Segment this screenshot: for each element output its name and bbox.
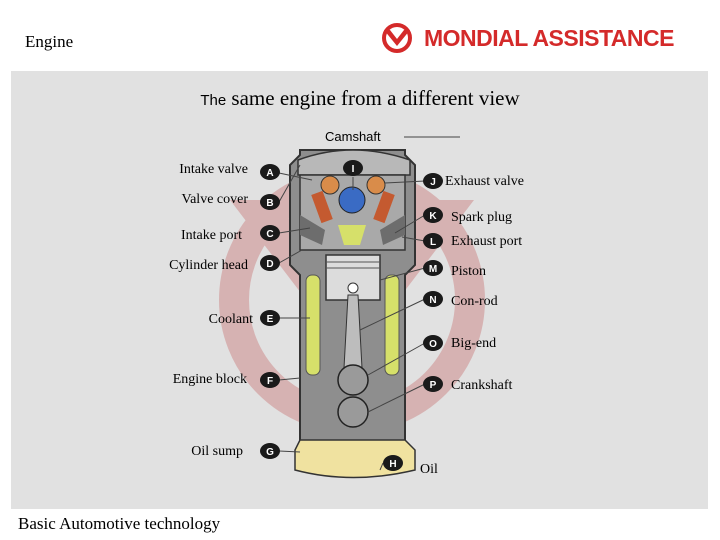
svg-text:O: O bbox=[429, 339, 437, 350]
badge-a: A bbox=[260, 164, 280, 180]
badge-e: E bbox=[260, 310, 280, 326]
heading-rest: same engine from a different view bbox=[231, 86, 520, 110]
heading-prefix: The bbox=[200, 92, 227, 109]
svg-text:K: K bbox=[429, 211, 437, 222]
badge-j: J bbox=[423, 173, 443, 189]
brand-name: MONDIAL ASSISTANCE bbox=[424, 24, 674, 51]
footer-text: Basic Automotive technology bbox=[18, 514, 221, 533]
mondial-logo-icon bbox=[382, 23, 412, 53]
label-oil: Oil bbox=[420, 462, 438, 477]
label-cylinder-head: Cylinder head bbox=[169, 258, 248, 273]
badge-n: N bbox=[423, 291, 443, 307]
svg-text:N: N bbox=[429, 295, 436, 306]
svg-text:L: L bbox=[430, 237, 436, 248]
label-crankshaft: Crankshaft bbox=[451, 378, 513, 393]
spark-plug-shape bbox=[338, 186, 366, 214]
svg-text:C: C bbox=[266, 229, 273, 240]
badge-i: I bbox=[343, 160, 363, 176]
brand-logo: MONDIAL ASSISTANCE bbox=[378, 22, 674, 54]
svg-text:G: G bbox=[266, 447, 274, 458]
oil-sump-shape bbox=[294, 439, 416, 479]
crankshaft-shape bbox=[337, 396, 369, 428]
label-valve-cover: Valve cover bbox=[181, 192, 248, 207]
label-coolant: Coolant bbox=[208, 312, 253, 327]
badge-h: H bbox=[383, 455, 403, 471]
exhaust-port-shape bbox=[380, 215, 405, 245]
badge-p: P bbox=[423, 376, 443, 392]
label-con-rod: Con-rod bbox=[451, 294, 498, 309]
engine-block-shape bbox=[289, 149, 416, 479]
badge-f: F bbox=[260, 372, 280, 388]
svg-text:B: B bbox=[266, 198, 273, 209]
label-intake-port: Intake port bbox=[180, 228, 242, 243]
label-oil-sump: Oil sump bbox=[191, 444, 243, 459]
label-exhaust-port: Exhaust port bbox=[451, 234, 523, 249]
letter-badges: A B C D E F G I J K L M N O P H bbox=[260, 160, 443, 471]
svg-text:P: P bbox=[430, 380, 437, 391]
badge-b: B bbox=[260, 194, 280, 210]
combustion-chamber-shape bbox=[338, 225, 366, 245]
label-exhaust-valve: Exhaust valve bbox=[445, 174, 524, 189]
camshaft-label: Camshaft bbox=[325, 129, 381, 144]
badge-g: G bbox=[260, 443, 280, 459]
label-engine-block: Engine block bbox=[172, 372, 247, 387]
coolant-left-shape bbox=[305, 274, 321, 376]
svg-text:H: H bbox=[389, 459, 396, 470]
leader-lines bbox=[278, 136, 460, 471]
label-spark-plug: Spark plug bbox=[451, 210, 513, 225]
svg-text:J: J bbox=[430, 177, 436, 188]
label-piston: Piston bbox=[451, 264, 487, 279]
badge-m: M bbox=[423, 260, 443, 276]
cam-left-shape bbox=[320, 175, 340, 195]
svg-text:F: F bbox=[267, 376, 273, 387]
badge-c: C bbox=[260, 225, 280, 241]
badge-o: O bbox=[423, 335, 443, 351]
label-intake-valve: Intake valve bbox=[179, 162, 248, 177]
slide-title: Engine bbox=[25, 32, 74, 51]
svg-text:I: I bbox=[352, 164, 355, 175]
exhaust-spring-shape bbox=[373, 190, 395, 224]
badge-l: L bbox=[423, 233, 443, 249]
coolant-right-shape bbox=[384, 274, 400, 376]
badge-k: K bbox=[423, 207, 443, 223]
diagram-heading: The same engine from a different view bbox=[0, 86, 720, 111]
badge-d: D bbox=[260, 255, 280, 271]
label-big-end: Big-end bbox=[451, 336, 497, 351]
intake-spring-shape bbox=[311, 190, 333, 224]
intake-port-shape bbox=[300, 215, 325, 245]
big-end-shape bbox=[337, 364, 369, 396]
cam-right-shape bbox=[366, 175, 386, 195]
svg-text:A: A bbox=[266, 168, 273, 179]
svg-text:D: D bbox=[266, 259, 273, 270]
svg-text:M: M bbox=[429, 264, 437, 275]
svg-text:E: E bbox=[267, 314, 274, 325]
